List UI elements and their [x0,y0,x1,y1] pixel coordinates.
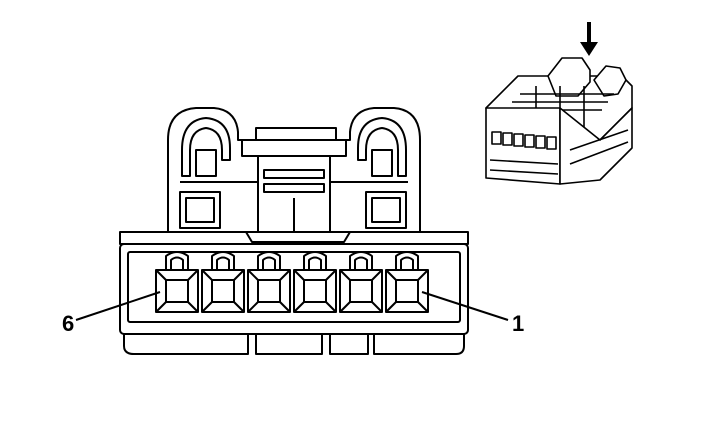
right-latch-window [371,149,393,177]
pin-1-leader [421,291,509,321]
connector-bottom-feet [123,333,465,355]
terminal-cavity-pin-5 [201,251,245,313]
left-latch-window [195,149,217,177]
left-latch-arch [181,117,231,177]
top-ridge [241,139,347,157]
connector-face-view [119,107,469,355]
pin-6-label: 6 [62,311,74,336]
connector-iso-thumbnail [485,22,633,185]
pin-1-label: 1 [512,311,524,336]
right-latch-arch [357,117,407,177]
terminal-cavity-pin-2 [339,251,383,313]
terminal-cavity-pin-1 [385,251,429,313]
terminal-cavity-pin-6 [155,251,199,313]
terminal-cavity-row [155,251,429,313]
terminal-cavity-pin-4 [247,251,291,313]
down-arrow-icon [580,22,598,56]
terminal-cavity-pin-3 [293,251,337,313]
pin-6-leader [75,291,161,321]
